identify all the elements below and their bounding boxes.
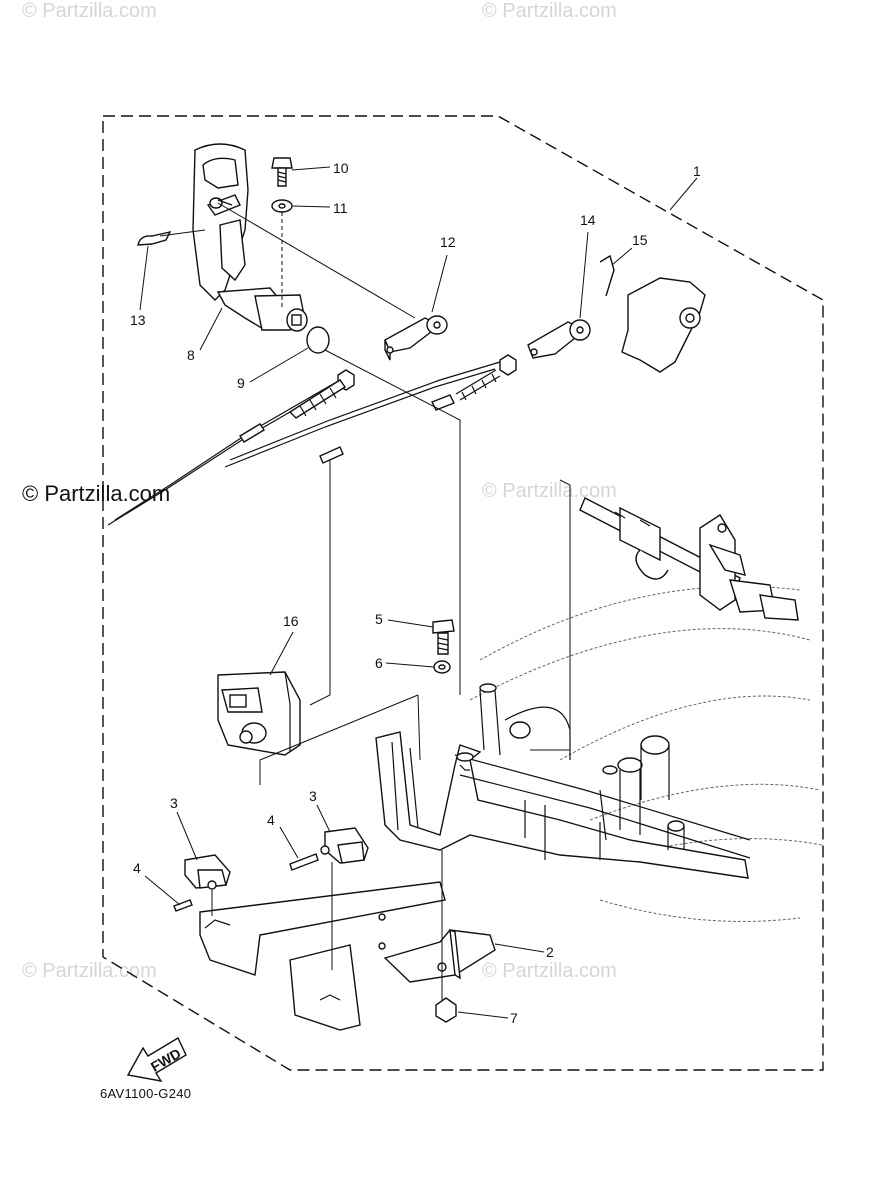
callout-14: 14 [580, 212, 596, 228]
pin-part-4a [173, 899, 193, 912]
callout-11: 11 [333, 200, 348, 216]
cable-joint-part-14 [527, 319, 591, 359]
watermark-top-left: © Partzilla.com [22, 0, 157, 22]
watermark-top-right: © Partzilla.com [482, 0, 617, 22]
bolt-part-10 [271, 157, 293, 187]
shift-arm-part-15 [599, 254, 706, 373]
callout-6: 6 [375, 655, 383, 671]
o-ring-part-9 [306, 326, 330, 354]
bracket-part-2 [383, 928, 496, 983]
callout-16: 16 [283, 613, 299, 629]
shift-shaft-assembly [579, 497, 799, 621]
callout-3b: 3 [309, 788, 317, 804]
cable-clamp-part-3b [320, 827, 369, 864]
callout-4a: 4 [133, 860, 141, 876]
grommet-part-16 [217, 671, 301, 756]
watermark-bottom-left: © Partzilla.com [22, 960, 157, 982]
callout-3a: 3 [170, 795, 178, 811]
callout-10: 10 [333, 160, 349, 176]
bracket-plate [199, 881, 446, 1031]
callout-13: 13 [130, 312, 146, 328]
callout-15: 15 [632, 232, 648, 248]
shift-lever-part-8 [192, 143, 308, 332]
watermark-bottom-right: © Partzilla.com [482, 960, 617, 982]
cable-clamp-part-3a [184, 854, 231, 890]
callout-2: 2 [546, 944, 554, 960]
callout-7: 7 [510, 1010, 518, 1026]
nut-part-7 [435, 997, 457, 1023]
forward-arrow-icon: FWD [126, 1037, 187, 1082]
callout-12: 12 [440, 234, 456, 250]
assembly-boundary [102, 115, 824, 1071]
watermark-mid-right: © Partzilla.com [482, 480, 617, 502]
callout-8: 8 [187, 347, 195, 363]
callout-9: 9 [237, 375, 245, 391]
callout-1: 1 [693, 163, 701, 179]
bolt-part-5 [432, 619, 455, 655]
callout-5: 5 [375, 611, 383, 627]
diagram-code: 6AV1100-G240 [100, 1086, 192, 1101]
shift-cables [107, 361, 501, 526]
clip-part-13 [137, 230, 172, 246]
callout-4b: 4 [267, 812, 275, 828]
cable-joint-part-12 [384, 315, 448, 361]
pin-part-4b [289, 853, 319, 871]
